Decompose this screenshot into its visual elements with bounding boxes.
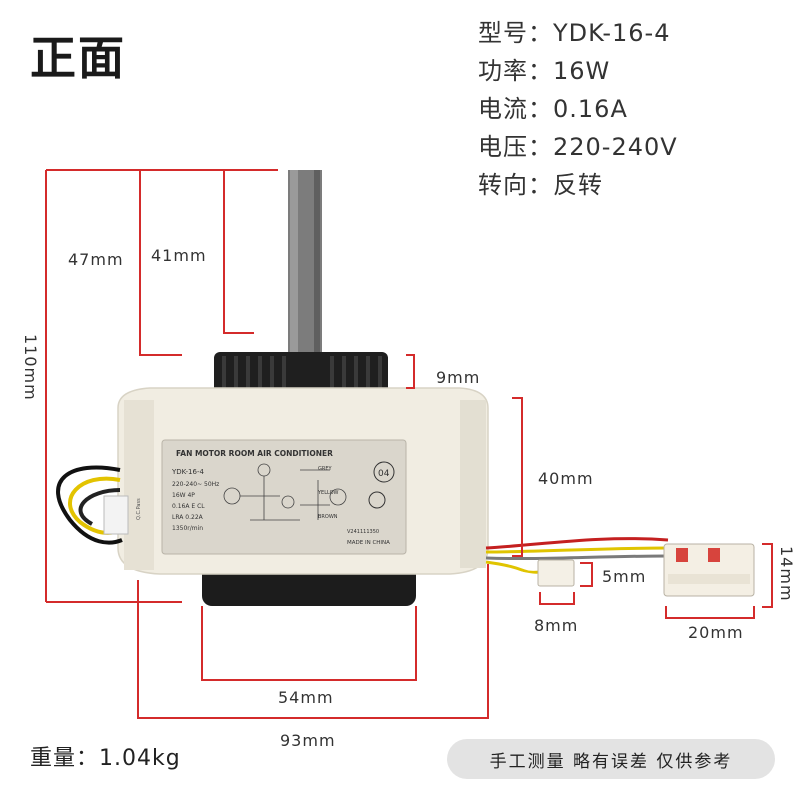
motor-rating-label: FAN MOTOR ROOM AIR CONDITIONER YDK-16-4 … <box>136 439 407 555</box>
svg-text:GREY: GREY <box>318 466 333 472</box>
svg-text:0.16A E CL: 0.16A E CL <box>172 503 205 510</box>
svg-text:BROWN: BROWN <box>318 514 338 520</box>
view-title: 正面 <box>30 31 126 85</box>
dimension-lines <box>45 169 773 719</box>
spec-row-voltage: 电压：220-240V <box>478 133 678 161</box>
spec-row-rotation: 转向：反转 <box>478 171 603 199</box>
dim-label-93mm: 93mm <box>280 731 336 750</box>
left-connector <box>103 495 129 535</box>
right-wire-harness <box>485 537 669 578</box>
dim-label-54mm: 54mm <box>278 688 334 707</box>
dim-label-14mm: 14mm <box>777 546 796 602</box>
dim-label-8mm: 8mm <box>534 616 579 635</box>
dim-label-40mm: 40mm <box>538 469 594 488</box>
spec-list: 型号：YDK-16-4 功率：16W 电流：0.16A 电压：220-240V … <box>478 14 678 204</box>
svg-text:YELLOW: YELLOW <box>317 490 339 496</box>
dim-label-9mm: 9mm <box>436 368 481 387</box>
dim-label-20mm: 20mm <box>688 623 744 642</box>
svg-text:FAN MOTOR ROOM AIR CONDITIONER: FAN MOTOR ROOM AIR CONDITIONER <box>176 449 333 458</box>
svg-text:Q.C.Pass: Q.C.Pass <box>136 498 142 520</box>
svg-text:YDK-16-4: YDK-16-4 <box>171 468 204 476</box>
small-connector <box>537 559 575 587</box>
svg-text:04: 04 <box>378 469 390 479</box>
measurement-note: 手工测量 略有误差 仅供参考 <box>447 739 775 779</box>
svg-text:1350r/min: 1350r/min <box>172 525 203 532</box>
spec-row-current: 电流：0.16A <box>478 95 628 123</box>
dim-label-41mm: 41mm <box>151 246 207 265</box>
spec-row-model: 型号：YDK-16-4 <box>478 19 671 47</box>
motor-hub <box>214 352 388 394</box>
svg-text:16W 4P: 16W 4P <box>172 492 195 499</box>
dim-label-47mm: 47mm <box>68 250 124 269</box>
spec-row-power: 功率：16W <box>478 57 611 85</box>
large-connector <box>663 543 755 597</box>
svg-text:220-240~ 50Hz: 220-240~ 50Hz <box>172 481 219 488</box>
svg-text:V241111350: V241111350 <box>347 529 379 535</box>
dim-label-5mm: 5mm <box>602 567 647 586</box>
svg-text:MADE IN CHINA: MADE IN CHINA <box>347 540 390 546</box>
svg-text:LRA 0.22A: LRA 0.22A <box>172 514 204 521</box>
dim-label-110mm: 110mm <box>21 334 40 401</box>
weight-text: 重量：1.04kg <box>30 746 181 771</box>
